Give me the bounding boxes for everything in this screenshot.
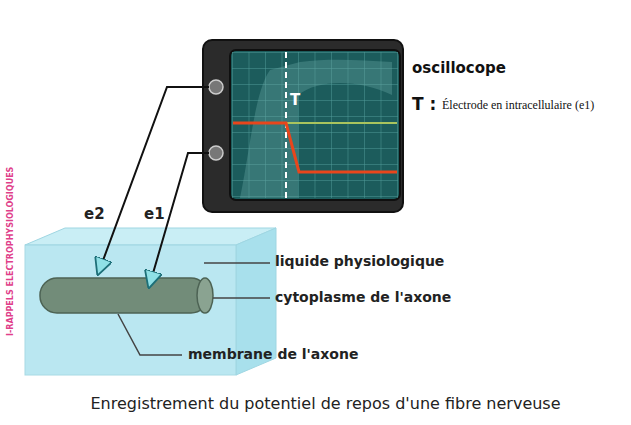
- screen-glare: [240, 60, 392, 198]
- input-jack: [209, 80, 223, 94]
- oscilloscope-body: [203, 40, 403, 212]
- legend-key: T :: [412, 95, 436, 115]
- electrode-label: e2: [84, 206, 105, 223]
- oscilloscope-screen: [230, 50, 400, 200]
- part-label: liquide physiologique: [275, 253, 444, 269]
- axon-end: [197, 278, 213, 313]
- figure-caption: Enregistrement du potentiel de repos d'u…: [90, 395, 560, 413]
- electrode-e2: [98, 87, 209, 274]
- potential-trace: [233, 123, 397, 172]
- tank-top: [25, 228, 276, 245]
- part-label: cytoplasme de l'axone: [275, 289, 451, 305]
- part-label: membrane de l'axone: [188, 346, 358, 362]
- electrode-label: e1: [144, 206, 165, 223]
- watermark: I-RAPPELS ELECTROPHYSIOLOGIQUES: [6, 167, 15, 336]
- screen-grid: [232, 52, 398, 198]
- leader-line: [204, 262, 270, 264]
- time-marker-label: T: [290, 92, 300, 109]
- device-name: oscillocope: [412, 60, 506, 77]
- axon: [40, 278, 208, 313]
- input-jack: [209, 146, 223, 160]
- leader-line: [118, 314, 182, 355]
- legend-note: Électrode en intracellulaire (e1): [442, 99, 594, 113]
- reference-line: [286, 122, 397, 124]
- leader-line: [213, 297, 270, 299]
